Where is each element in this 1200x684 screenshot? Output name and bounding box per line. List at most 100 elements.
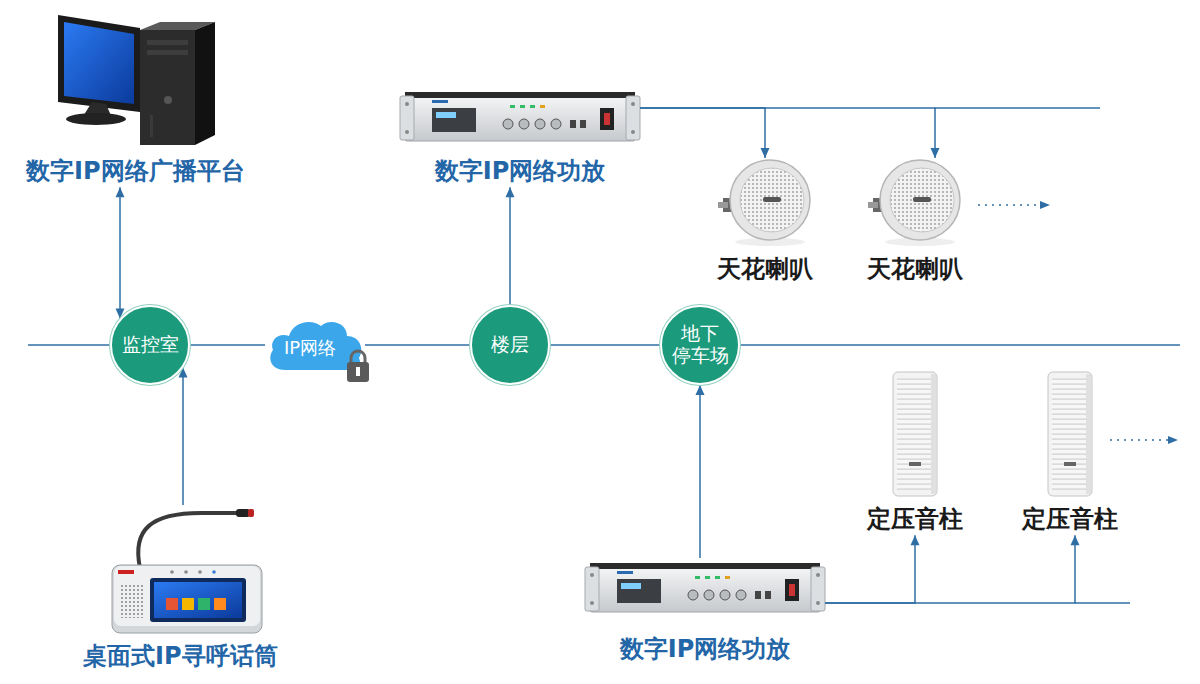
arrowhead [911, 535, 920, 545]
continuation-arrow-part [1110, 439, 1168, 441]
column-speaker-illustration-part [909, 462, 921, 466]
paging-microphone-illustration-part [182, 598, 194, 610]
computer-illustration-part [58, 15, 140, 112]
connector [696, 385, 705, 558]
speaker-label-box: 天花喇叭 [863, 158, 967, 285]
picture-area [400, 92, 640, 150]
amplifier-illustration-part [705, 576, 710, 579]
paging-microphone-illustration-part [138, 513, 238, 568]
node-label: 天花喇叭 [863, 254, 967, 285]
paging-microphone-illustration-part [112, 565, 262, 633]
computer-illustration-part [140, 30, 195, 145]
amplifier-illustration-part [695, 576, 700, 579]
speaker-label-box: 定压音柱 [863, 370, 967, 535]
connector [190, 345, 265, 346]
amplifier-illustration-part [590, 566, 820, 612]
amplifier-illustration-part [621, 583, 641, 589]
paging-microphone-illustration-part [154, 582, 242, 618]
amplifier-illustration-part [535, 119, 545, 129]
speaker-label-box: 定压音柱 [1018, 370, 1122, 535]
ceiling-speaker-illustration-part [913, 197, 931, 202]
connector-line [825, 535, 915, 603]
connector [550, 345, 660, 346]
bus-line-extension-part [28, 344, 112, 346]
ceiling-speaker-illustration-part [763, 197, 781, 202]
paging-microphone-illustration-part [198, 570, 202, 574]
amplifier-illustration-part [510, 105, 515, 108]
amplifier-illustration-part [551, 119, 561, 129]
connector [116, 187, 125, 318]
ceiling-speaker-illustration-part [868, 202, 878, 208]
amplifier-illustration-part [785, 579, 799, 601]
amplifier-illustration-part [405, 95, 635, 141]
paging-microphone-illustration-part [198, 598, 210, 610]
amplifier-illustration-part [604, 113, 610, 125]
column-speaker-illustration [1048, 372, 1092, 496]
node-label: 监控室 [122, 334, 179, 356]
connector [179, 368, 188, 505]
connector-line [699, 385, 701, 558]
paging-microphone-illustration-part [236, 509, 250, 517]
arrowhead [116, 187, 125, 197]
node-label: 数字IP网络功放 [431, 156, 610, 187]
continuation-arrow-part [1040, 201, 1050, 209]
amplifier-illustration-part [580, 120, 586, 128]
picture-area [585, 558, 825, 628]
node-label: 楼层 [491, 334, 529, 356]
connector [825, 535, 1080, 603]
paging-microphone-illustration-part [212, 570, 216, 574]
computer-illustration-part [150, 115, 153, 137]
amplifier-illustration-part [720, 590, 730, 600]
paging-microphone-illustration-part [170, 570, 174, 574]
amplifier-illustration-part [519, 119, 529, 129]
node-label: 定压音柱 [863, 504, 967, 535]
paging-microphone-illustration [112, 509, 262, 633]
amplifier-illustration-part [540, 105, 545, 108]
ceiling-speaker-illustration-part [730, 160, 810, 240]
computer-illustration-part [64, 22, 134, 104]
device-label-box: 桌面式IP寻呼话筒 [79, 505, 282, 672]
amplifier-illustration-part [530, 105, 535, 108]
column-speaker-illustration-part [1052, 378, 1088, 490]
continuation-arrow-part [978, 204, 1040, 206]
computer-illustration-part [66, 113, 126, 125]
amplifier-illustration-part [704, 590, 714, 600]
computer-illustration-part [164, 96, 172, 104]
node-label: 桌面式IP寻呼话筒 [79, 641, 282, 672]
arrowhead [506, 187, 515, 197]
amplifier-illustration-part [600, 108, 614, 130]
location-circle: 楼层 [470, 305, 550, 385]
paging-microphone-illustration-part [118, 570, 134, 574]
amplifier-illustration-part [436, 112, 456, 118]
column-speaker-illustration [893, 372, 937, 496]
column-speaker-illustration-part [1048, 372, 1092, 496]
paging-microphone-illustration-part [120, 584, 144, 618]
paging-microphone-illustration-part [166, 598, 178, 610]
amplifier-illustration-part [715, 576, 720, 579]
connector-line [119, 187, 121, 318]
amplifier-illustration-part [789, 584, 795, 596]
node-label: 天花喇叭 [713, 254, 817, 285]
connector [640, 108, 940, 158]
connector-line [825, 535, 1075, 603]
amplifier-illustration-part [405, 102, 409, 106]
location-circle: 监控室 [110, 305, 190, 385]
continuation-arrow-part [1168, 436, 1178, 444]
connector [506, 187, 515, 305]
amplifier-illustration-part [503, 119, 513, 129]
ceiling-speaker-illustration-part [718, 202, 728, 208]
network-cloud: IP网络 [265, 314, 365, 376]
paging-microphone-illustration-part [150, 578, 246, 622]
column-speaker-illustration-part [893, 372, 937, 496]
computer-illustration-part [195, 22, 215, 145]
ceiling-speaker-illustration [868, 160, 960, 246]
picture-area [50, 15, 220, 150]
amplifier-illustration [400, 92, 640, 141]
amplifier-illustration-part [405, 92, 635, 98]
column-speaker-illustration-part [1086, 374, 1091, 494]
connector-line [640, 108, 765, 158]
column-speaker-illustration-part [931, 374, 936, 494]
amplifier-illustration-part [520, 105, 525, 108]
